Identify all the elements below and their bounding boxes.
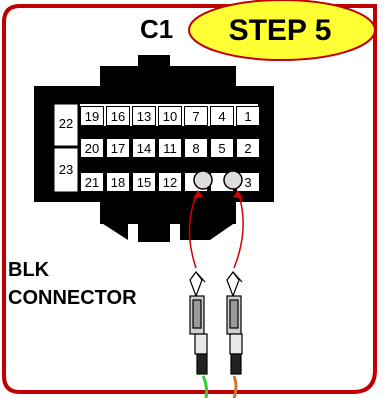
frame-border — [2, 4, 377, 394]
pin-cell: 21 — [80, 172, 104, 192]
pin-cell: 5 — [210, 138, 234, 158]
pin-cell: 2 — [236, 138, 260, 158]
pin-cell: 16 — [106, 106, 130, 126]
wire-left — [201, 375, 209, 398]
pin-cell: 20 — [80, 138, 104, 158]
arrow-right-head — [233, 190, 243, 199]
connector-color-label-line2: CONNECTOR — [8, 287, 137, 309]
pin-cell: 17 — [106, 138, 130, 158]
pin-highlight-left — [193, 170, 213, 190]
pin-cell: 12 — [158, 172, 182, 192]
step-badge-label: STEP 5 — [228, 14, 332, 47]
pin-cell: 11 — [158, 138, 182, 158]
step-badge-shape — [188, 0, 376, 61]
pin-cell: 23 — [58, 162, 74, 177]
pin-cell: 4 — [210, 106, 234, 126]
connector-id-label: C1 — [140, 14, 174, 44]
arrow-left-head — [193, 190, 203, 199]
insertion-arrows — [188, 191, 244, 269]
pin-cell: 22 — [58, 116, 74, 131]
wire-right — [232, 375, 238, 398]
connector-color-label-line1: BLK — [8, 259, 50, 281]
pin-cell: 10 — [158, 106, 182, 126]
pin-cell: 1 — [236, 106, 260, 126]
pin-cell: 13 — [132, 106, 156, 126]
arrow-left — [188, 191, 199, 269]
pin-cell: 15 — [132, 172, 156, 192]
terminal-right — [226, 271, 243, 375]
pin-cell: 18 — [106, 172, 130, 192]
arrow-right — [233, 191, 244, 269]
pin-cell: 19 — [80, 106, 104, 126]
pin-cell: 7 — [184, 106, 208, 126]
connector-color-label: BLK CONNECTOR — [8, 256, 137, 312]
pin-cell: 14 — [132, 138, 156, 158]
terminal-left — [189, 271, 208, 375]
pin-cell: 8 — [184, 138, 208, 158]
pin-highlight-right — [223, 170, 243, 190]
